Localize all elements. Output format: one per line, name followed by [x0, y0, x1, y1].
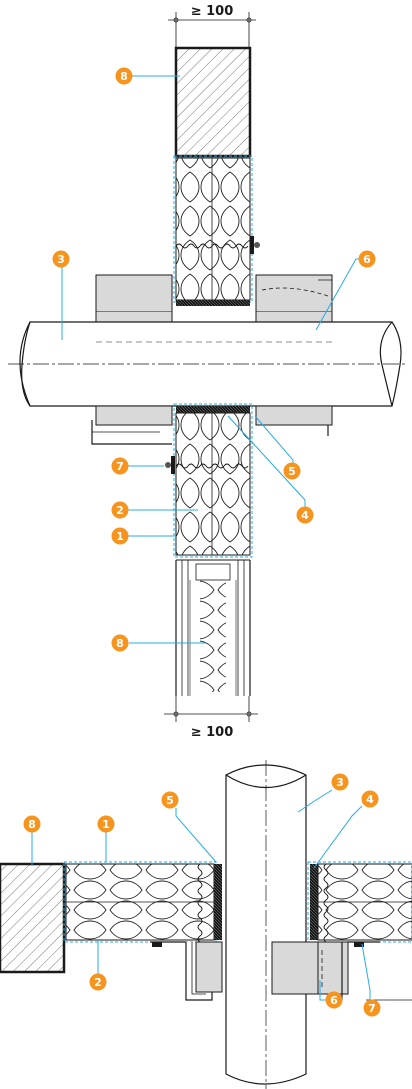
mineral-wool-board-upper	[175, 157, 251, 301]
callout-7-top: 7	[111, 457, 129, 475]
bottom-view: 8 1 5 3 4 2 6 7	[0, 760, 412, 1089]
svg-text:5: 5	[288, 465, 296, 478]
pipe-vertical	[225, 760, 307, 1089]
svg-text:2: 2	[94, 976, 102, 989]
dimension-top-label: ≥ 100	[191, 4, 234, 19]
svg-text:8: 8	[120, 70, 128, 83]
mineral-wool-board-lower	[175, 412, 251, 556]
dimension-bottom: ≥ 100	[164, 696, 258, 740]
drywall-partition	[175, 559, 251, 696]
masonry-wall-top	[174, 46, 252, 158]
callout-4-bottom: 4	[361, 790, 379, 808]
callout-2-bottom: 2	[89, 973, 107, 991]
svg-text:2: 2	[116, 504, 124, 517]
top-view: ≥ 100	[8, 4, 406, 740]
callout-6-bottom: 6	[325, 991, 343, 1009]
callouts-bottom: 8 1 5 3 4 2 6 7	[23, 773, 381, 1017]
svg-text:1: 1	[102, 818, 110, 831]
fastener-upper	[250, 236, 254, 254]
callout-1-top: 1	[111, 527, 129, 545]
callout-5-top: 5	[283, 462, 301, 480]
leader-lines-bottom	[31, 789, 371, 1001]
masonry-wall-left	[0, 862, 66, 974]
svg-text:7: 7	[116, 460, 124, 473]
pipe-horizontal	[8, 321, 406, 407]
callout-6-top: 6	[358, 250, 376, 268]
coating-wave-left	[197, 863, 203, 943]
callout-8-bottom-of-top: 8	[111, 634, 129, 652]
callout-3-bottom: 3	[331, 773, 349, 791]
intumescent-strip-upper	[176, 300, 250, 306]
callout-1-bottom: 1	[97, 815, 115, 833]
svg-text:8: 8	[28, 818, 36, 831]
callout-3-top: 3	[52, 250, 70, 268]
intumescent-strip-lower	[176, 406, 250, 413]
callout-4-top: 4	[296, 506, 314, 524]
svg-text:1: 1	[116, 530, 124, 543]
callout-7-bottom: 7	[363, 999, 381, 1017]
callout-5-bottom: 5	[161, 791, 179, 809]
svg-text:6: 6	[363, 253, 371, 266]
intumescent-strip-left	[214, 864, 222, 940]
svg-text:3: 3	[336, 776, 344, 789]
svg-text:3: 3	[57, 253, 65, 266]
svg-text:4: 4	[301, 509, 309, 522]
callout-2-top: 2	[111, 501, 129, 519]
callouts-top: 8 3 6 7 5 2 4 1 8	[52, 67, 376, 652]
svg-text:6: 6	[330, 994, 338, 1007]
fastener-lower	[171, 456, 175, 474]
svg-text:5: 5	[166, 794, 174, 807]
intumescent-strip-right	[310, 864, 318, 940]
sleeve-left-lower	[95, 405, 173, 426]
coating-wave-right	[323, 863, 329, 943]
callout-8-top: 8	[115, 67, 133, 85]
coating-wave-upper	[175, 243, 249, 249]
dimension-bottom-label: ≥ 100	[191, 725, 234, 740]
coating-wave-lower	[175, 463, 249, 469]
sleeve-left-upper	[95, 274, 173, 313]
svg-text:4: 4	[366, 793, 374, 806]
dimension-top: ≥ 100	[168, 4, 256, 48]
callout-8-bottom: 8	[23, 815, 41, 833]
sleeve-right-bottom	[271, 941, 349, 995]
sleeve-right-lower	[255, 405, 333, 426]
svg-text:8: 8	[116, 637, 124, 650]
svg-text:7: 7	[368, 1002, 376, 1015]
